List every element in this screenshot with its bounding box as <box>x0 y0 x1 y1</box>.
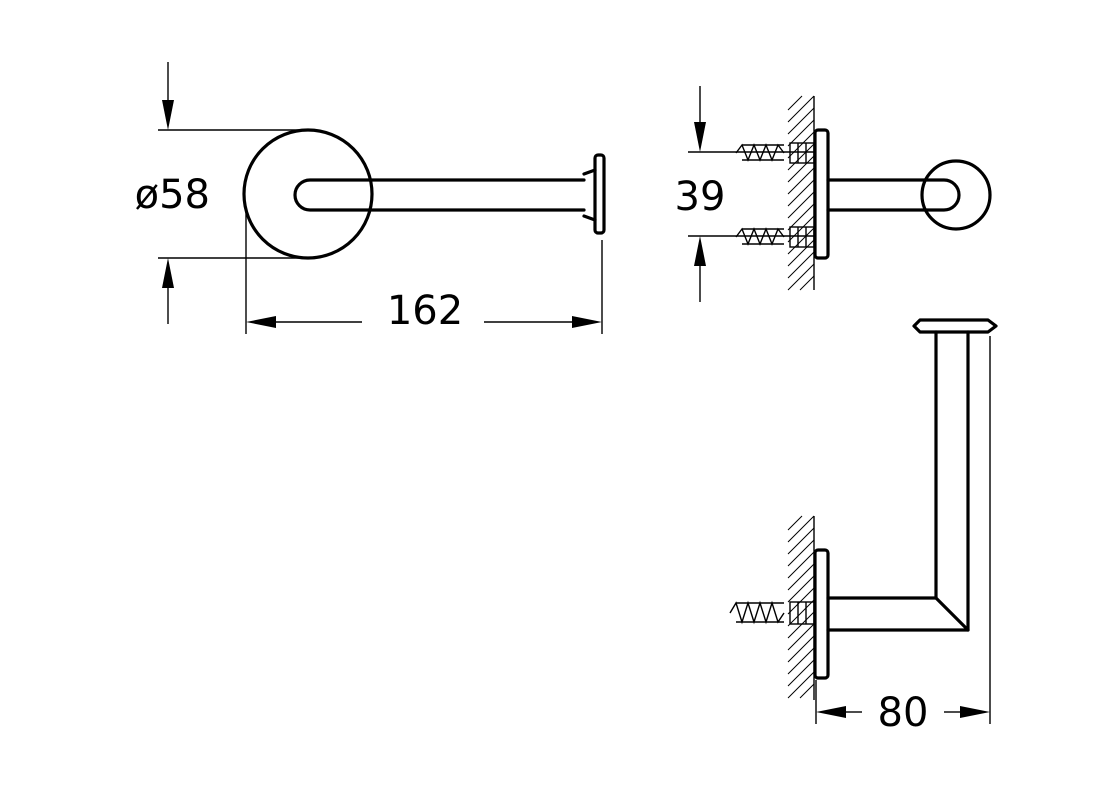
screw-lower <box>735 226 815 248</box>
length-label: 162 <box>387 288 463 334</box>
screw-top-view <box>729 600 815 625</box>
arrow-down-icon <box>162 100 174 130</box>
wall-hatching <box>787 95 815 291</box>
wall-section <box>787 95 815 291</box>
arrow-up-icon <box>694 236 706 266</box>
wall-rosette-circle <box>242 128 374 260</box>
diameter-dimension: ø58 <box>135 62 308 324</box>
holder-arm-top <box>826 330 970 632</box>
front-view <box>242 128 606 260</box>
wall-plug <box>789 142 815 164</box>
screw-upper <box>735 142 815 164</box>
spacing-label: 39 <box>675 174 726 220</box>
holder-arm-side <box>826 178 961 212</box>
end-cap-join <box>582 168 597 176</box>
arrow-down-icon <box>694 122 706 152</box>
end-cap-circle <box>920 159 992 231</box>
arm-bend-edge <box>934 596 970 632</box>
top-view <box>729 318 998 700</box>
wall-plug <box>789 226 815 248</box>
spacing-dimension: 39 <box>675 86 814 302</box>
projection-dimension: 80 <box>815 336 991 736</box>
wall-plate <box>813 548 830 680</box>
diameter-label: ø58 <box>135 172 210 218</box>
projection-label: 80 <box>878 690 929 736</box>
arm-end-cap <box>593 153 606 235</box>
arrow-left-icon <box>246 316 276 328</box>
screw-thread <box>729 600 785 625</box>
arrow-right-icon <box>572 316 602 328</box>
wall-plug <box>789 601 815 625</box>
side-view <box>735 95 992 291</box>
holder-arm-outline <box>293 178 586 212</box>
arrow-left-icon <box>816 706 846 718</box>
arm-end-cap <box>912 318 998 334</box>
end-cap-join <box>582 214 597 222</box>
arrow-up-icon <box>162 258 174 288</box>
wall-plate <box>813 128 830 260</box>
length-dimension: 162 <box>245 210 603 334</box>
wall-hatching <box>787 515 815 699</box>
arrow-right-icon <box>960 706 990 718</box>
wall-section <box>787 515 815 700</box>
